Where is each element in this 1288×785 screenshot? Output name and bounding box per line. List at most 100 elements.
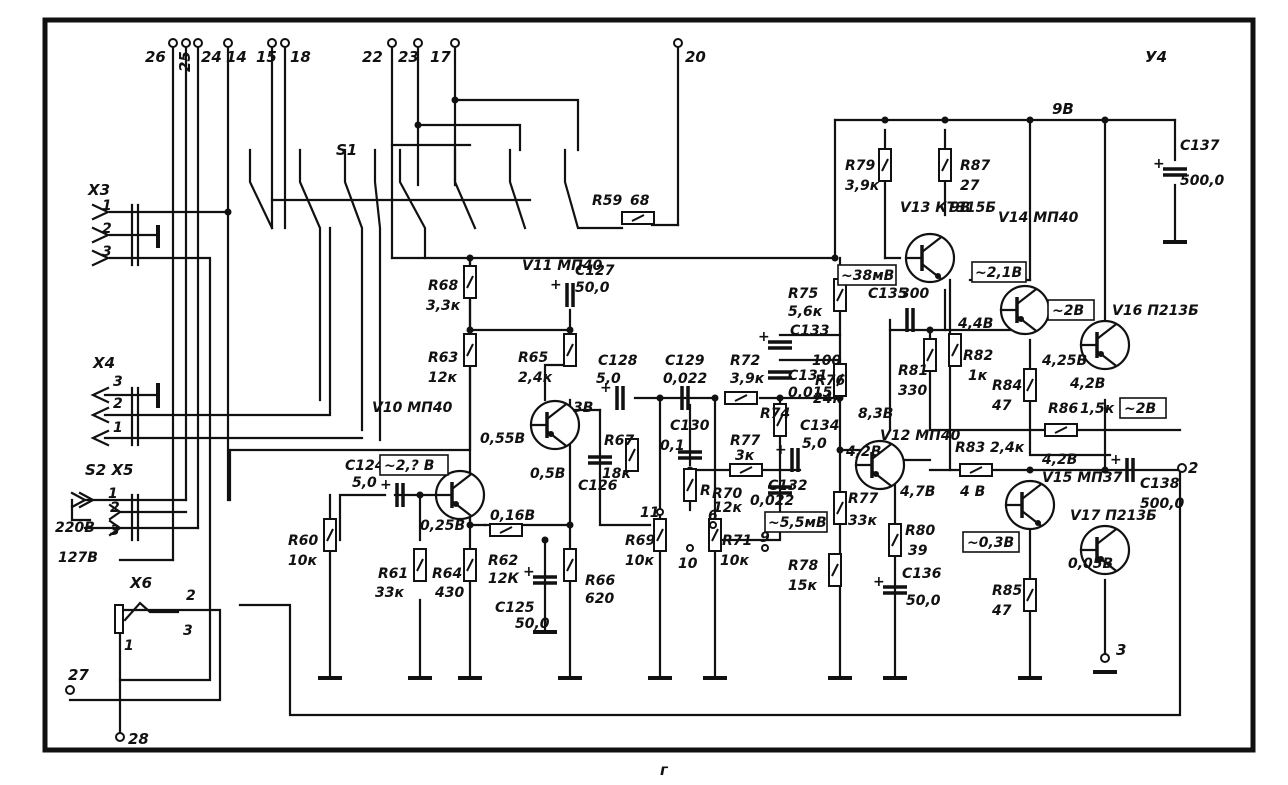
svg-text:2: 2 [186,588,196,604]
terminal-14: 14 [226,48,247,66]
unit-label: У4 [1145,48,1167,66]
resistor-ref: R77 [848,491,879,507]
resistor-ref: R71 [722,533,752,549]
resistor-value: 3,3к [426,298,461,314]
svg-text:6: 6 [708,508,718,524]
terminal-27: 27 [68,666,89,684]
node-labels: 11 10 6 9 R [640,483,770,572]
capacitor-value: 100 [812,353,841,369]
capacitor-value: 0,022 [663,371,707,387]
svg-text:R: R [700,483,711,499]
transistor-v12: V12 МП40 [854,428,961,491]
capacitor-ref: C129 [665,353,705,369]
resistor-ref: R70 [712,486,743,502]
svg-text:3: 3 [110,523,120,539]
resistor-value: 18к [602,466,631,482]
transistor-label: V16 П213Б [1112,303,1199,319]
resistor-value: 27 [960,178,980,194]
resistor-value: 47 [991,398,1012,414]
voltage-v10-base: 0,25В [420,518,465,534]
resistor-value: 10к [720,553,749,569]
x6-label: X6 [129,574,152,592]
capacitor-value: 300 [900,286,929,302]
voltage-2-a: ~2В [1052,303,1084,319]
terminal-2-out: 2 [1188,459,1198,477]
transistor-v15: V15 МП37 [1004,470,1123,531]
x5-label: S2 X5 [85,461,133,479]
voltage-03: ~0,3В [967,535,1014,551]
resistor-ref: R81 [898,363,928,379]
voltage-v12-collector: 8,3В [858,406,893,422]
resistor-ref: R79 [845,158,876,174]
voltage-v12-emitter: 4,7В [899,484,935,500]
svg-text:127В: 127В [58,550,98,566]
svg-text:3: 3 [183,623,193,639]
capacitor-ref: C136 [902,566,942,582]
terminal-25: 25 [176,51,194,72]
transistor-v17: V17 П213Б [1070,508,1157,576]
capacitor-value: 5,0 [596,371,621,387]
voltage-input: ~2,? В [384,458,434,474]
resistor-value: 1,5к [1080,401,1115,417]
transistor-label: V10 МП40 [372,400,453,416]
svg-text:220В: 220В [55,520,95,536]
voltage-44: 4,4В [957,316,993,332]
transistor-label: V14 МП40 [998,210,1079,226]
resistor-value: 47 [991,603,1012,619]
svg-text:11: 11 [640,505,659,521]
resistor-value: 430 [434,585,464,601]
transistor-label: V15 МП37 [1042,470,1123,486]
svg-text:9: 9 [760,530,770,546]
resistor-ref: R86 [1048,401,1079,417]
voltage-425: 4,25В [1041,353,1087,369]
resistor-value: 620 [585,591,614,607]
capacitor-value: 50,0 [515,616,550,632]
voltage-42-c: 4,2В [1041,452,1077,468]
capacitor-ref: C135 [868,286,908,302]
capacitor-ref: C131 [788,368,828,384]
resistor-ref: R74 [760,406,790,422]
terminal-labels: 26 25 24 14 15 18 22 23 17 20 27 28 2 3 [68,48,1198,748]
terminal-18: 18 [290,48,311,66]
resistor-value: 12К [488,571,519,587]
resistor-value: 5,6к [788,304,823,320]
top-terminals [65,38,1187,742]
resistor-ref: R65 [518,350,549,366]
capacitor-value: 500,0 [1180,173,1225,189]
capacitor-ref: C133 [790,323,830,339]
capacitor-ref: C127 [575,263,615,279]
capacitor-polarity: + [1153,156,1165,172]
capacitor-c129: C129 0,022 [663,353,707,410]
transistor-v14: V14 МП40 [998,210,1079,336]
terminal-22: 22 [362,48,383,66]
resistor-value: 1к [968,368,988,384]
capacitor-value: 50,0 [575,280,610,296]
resistor-ref: R62 [488,553,518,569]
connector-x3: X3 1 2 3 [87,181,160,267]
capacitor-ref: C126 [578,478,618,494]
capacitor-polarity: + [550,277,562,293]
capacitor-value: 50,0 [906,593,941,609]
